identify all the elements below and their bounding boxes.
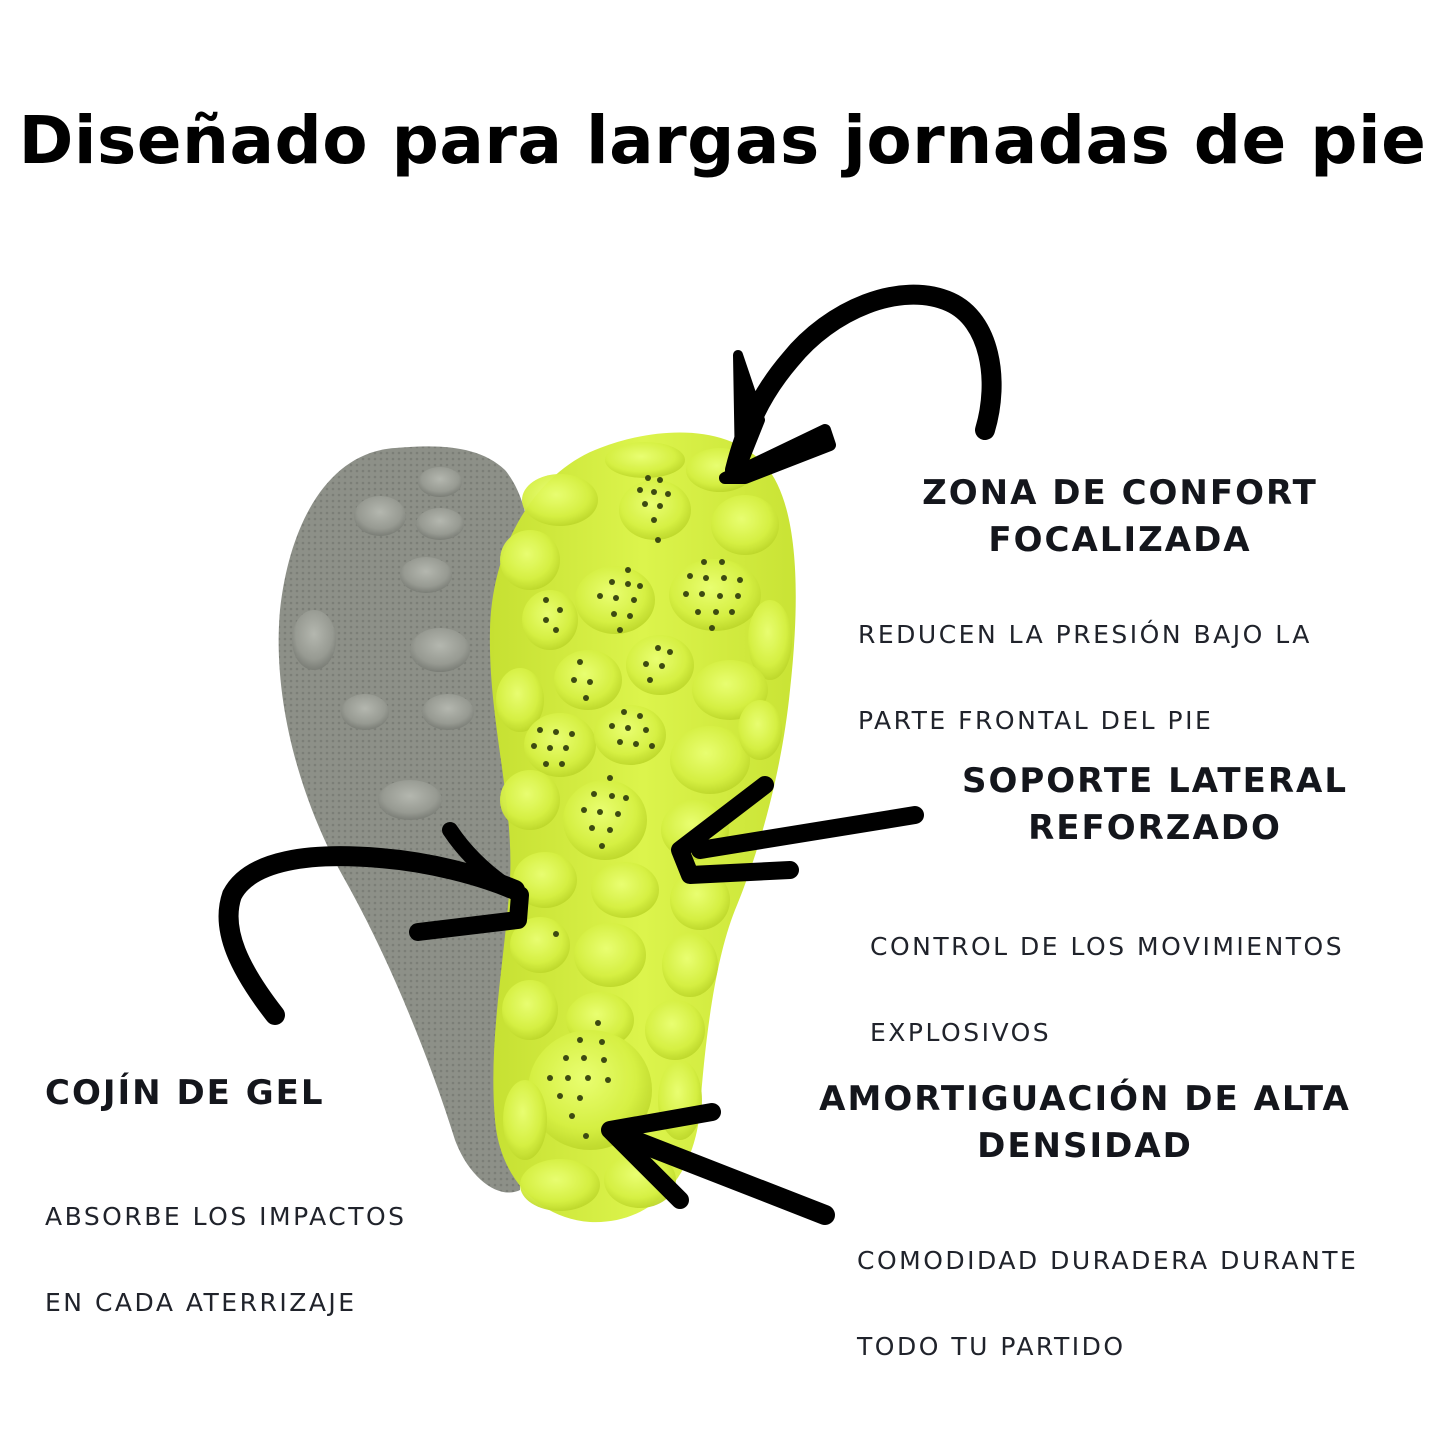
perforation-dots [531,475,743,1139]
green-insole [489,432,796,1223]
feature-desc-line: EXPLOSIVOS [870,1018,1052,1047]
feature-title-lateral-support: SOPORTE LATERAL REFORZADO [915,758,1395,852]
feature-desc-comfort-zone: REDUCEN LA PRESIÓN BAJO LA PARTE FRONTAL… [858,570,1312,785]
feature-desc-line: EN CADA ATERRIZAJE [45,1288,357,1317]
arrow-gel-cushion-icon [218,822,529,1025]
feature-desc-line: PARTE FRONTAL DEL PIE [858,706,1214,735]
page-title: Diseñado para largas jornadas de pie [18,102,1427,179]
feature-title-line: DENSIDAD [977,1126,1193,1166]
feature-desc-high-density: COMODIDAD DURADERA DURANTE TODO TU PARTI… [857,1196,1358,1411]
feature-title-high-density: AMORTIGUACIÓN DE ALTA DENSIDAD [760,1076,1410,1170]
feature-desc-gel-cushion: ABSORBE LOS IMPACTOS EN CADA ATERRIZAJE [45,1152,407,1367]
feature-desc-line: REDUCEN LA PRESIÓN BAJO LA [858,620,1312,649]
feature-title-line: COJÍN DE GEL [45,1073,325,1113]
feature-title-gel-cushion: COJÍN DE GEL [45,1070,325,1117]
feature-desc-line: ABSORBE LOS IMPACTOS [45,1202,407,1231]
feature-title-line: ZONA DE CONFORT [922,473,1318,513]
arrow-lateral-support-icon [671,776,924,884]
feature-desc-line: TODO TU PARTIDO [857,1332,1126,1361]
feature-desc-line: COMODIDAD DURADERA DURANTE [857,1246,1359,1275]
arrow-comfort-zone-icon [719,284,1002,484]
feature-title-line: REFORZADO [1028,808,1282,848]
feature-title-line: AMORTIGUACIÓN DE ALTA [819,1079,1351,1119]
feature-title-comfort-zone: ZONA DE CONFORT FOCALIZADA [860,470,1380,564]
gray-insole [278,446,531,1193]
feature-desc-lateral-support: CONTROL DE LOS MOVIMIENTOS EXPLOSIVOS [870,882,1344,1097]
feature-title-line: FOCALIZADA [988,520,1252,560]
feature-desc-line: CONTROL DE LOS MOVIMIENTOS [870,932,1345,961]
arrow-high-density-icon [601,1103,835,1225]
feature-title-line: SOPORTE LATERAL [961,761,1349,801]
